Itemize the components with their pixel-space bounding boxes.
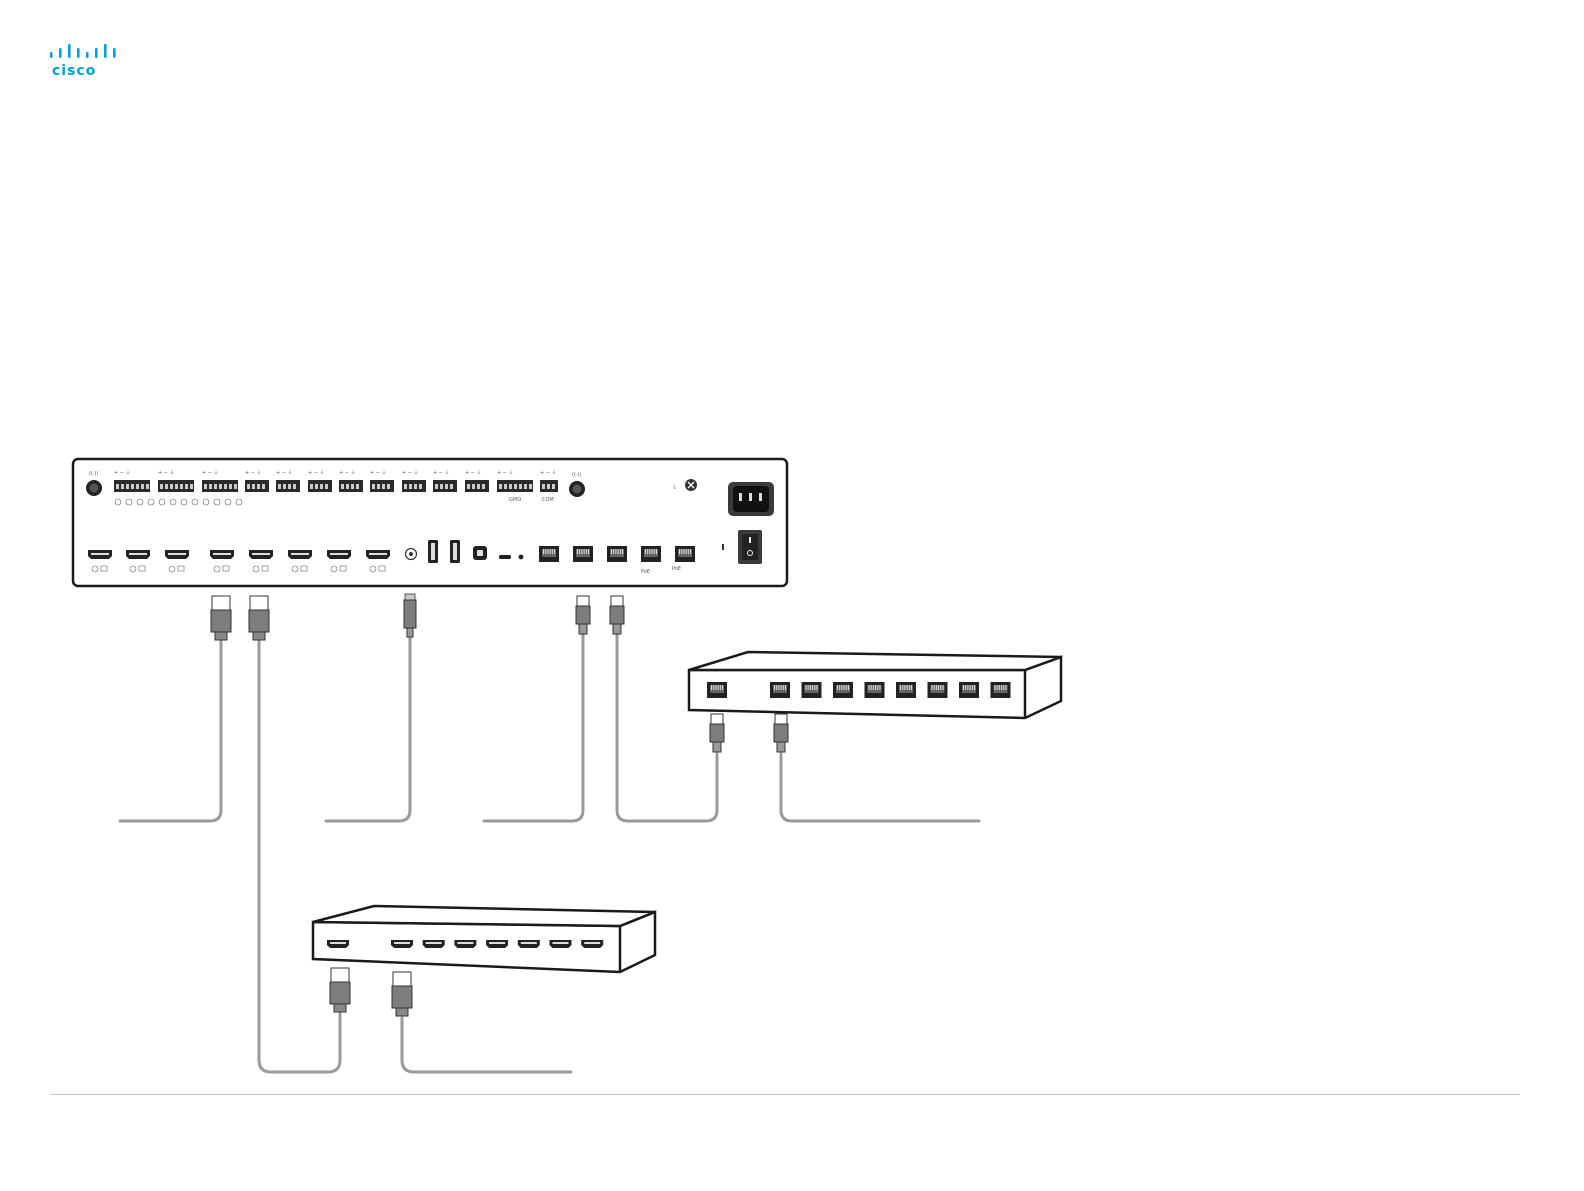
svg-text:+ − ⏚: + − ⏚ xyxy=(370,469,387,476)
hdmi-switch-port xyxy=(454,940,476,948)
svg-text:+ − ⏚: + − ⏚ xyxy=(202,469,219,476)
power-switch xyxy=(738,530,762,564)
svg-text:+ − ⏚: + − ⏚ xyxy=(433,469,450,476)
ethernet-plug xyxy=(774,714,788,752)
svg-text:+ − ⏚: + − ⏚ xyxy=(497,469,514,476)
ethernet-port xyxy=(573,546,593,562)
ethernet-port xyxy=(539,546,559,562)
reset-button xyxy=(519,555,524,560)
network-switch xyxy=(689,652,1061,718)
micro-usb-port xyxy=(499,555,511,559)
svg-text:+ − ⏚: + − ⏚ xyxy=(402,469,419,476)
footer-divider xyxy=(50,1094,1520,1095)
svg-text:⏚: ⏚ xyxy=(672,484,677,491)
hdmi-plug xyxy=(330,968,350,1012)
hdmi-switch-port xyxy=(581,940,603,948)
ethernet-port xyxy=(607,546,627,562)
svg-text:((·)): ((·)) xyxy=(572,472,581,478)
hdmi-switch-port xyxy=(486,940,508,948)
audio-cable xyxy=(326,636,410,821)
switch-ethernet-port xyxy=(896,682,916,698)
svg-text:+ − ⏚: + − ⏚ xyxy=(339,469,356,476)
switch-ethernet-port xyxy=(707,682,727,698)
com-label: COM xyxy=(542,497,554,503)
hdmi-switch xyxy=(313,906,655,972)
hdmi-plug xyxy=(249,596,269,640)
poe-label-1: PoE xyxy=(641,569,650,575)
ethernet-plug xyxy=(610,596,624,634)
usb-a-port xyxy=(450,540,460,563)
hdmi-switch-port xyxy=(518,940,540,948)
svg-text:+ − ⏚: + − ⏚ xyxy=(245,469,262,476)
svg-text:+ − ⏚: + − ⏚ xyxy=(276,469,293,476)
audio-jack xyxy=(406,549,417,560)
svg-text:+ − ⏚: + − ⏚ xyxy=(465,469,482,476)
gpio-label: GPIO xyxy=(509,497,521,503)
switch-ethernet-port xyxy=(928,682,948,698)
ethernet-port xyxy=(641,546,661,562)
switch-ethernet-port xyxy=(770,682,790,698)
hdmi-plug xyxy=(392,972,412,1016)
codec-rear-panel: ((·)) ((·)) + − ⏚ + − ⏚ + − ⏚ + − ⏚ + − ⏚ + −… xyxy=(73,459,787,586)
hdmi-switch-port xyxy=(391,940,413,948)
usb-b-port xyxy=(473,546,487,560)
hdmi-cable-3 xyxy=(402,1018,571,1072)
ethernet-port xyxy=(675,546,695,562)
hdmi-switch-port xyxy=(327,940,349,948)
ethernet-plug xyxy=(576,596,590,634)
ethernet-cable-2 xyxy=(617,634,717,821)
poe-label-2: PoE xyxy=(672,566,681,572)
switch-ethernet-port xyxy=(959,682,979,698)
power-inlet xyxy=(728,482,774,516)
switch-ethernet-port xyxy=(802,682,822,698)
switch-ethernet-port xyxy=(991,682,1011,698)
hdmi-switch-port xyxy=(423,940,445,948)
svg-text:+ − ⏚: + − ⏚ xyxy=(540,469,557,476)
switch-ethernet-port xyxy=(833,682,853,698)
svg-text:+ − ⏚: + − ⏚ xyxy=(114,469,131,476)
svg-text:((·)): ((·)) xyxy=(89,471,98,477)
svg-text:+ − ⏚: + − ⏚ xyxy=(308,469,325,476)
ethernet-cable-3 xyxy=(781,754,979,821)
ethernet-cable-1 xyxy=(484,634,583,821)
switch-ethernet-port xyxy=(865,682,885,698)
audio-plug xyxy=(404,594,416,637)
svg-text:+ − ⏚: + − ⏚ xyxy=(158,469,175,476)
ethernet-plug xyxy=(710,714,724,752)
hdmi-switch-port xyxy=(550,940,572,948)
hdmi-plug xyxy=(211,596,231,640)
hdmi-cable-2 xyxy=(259,640,340,1072)
usb-a-port xyxy=(428,540,438,563)
power-indicator xyxy=(722,544,724,550)
hdmi-cable-1 xyxy=(120,640,221,821)
